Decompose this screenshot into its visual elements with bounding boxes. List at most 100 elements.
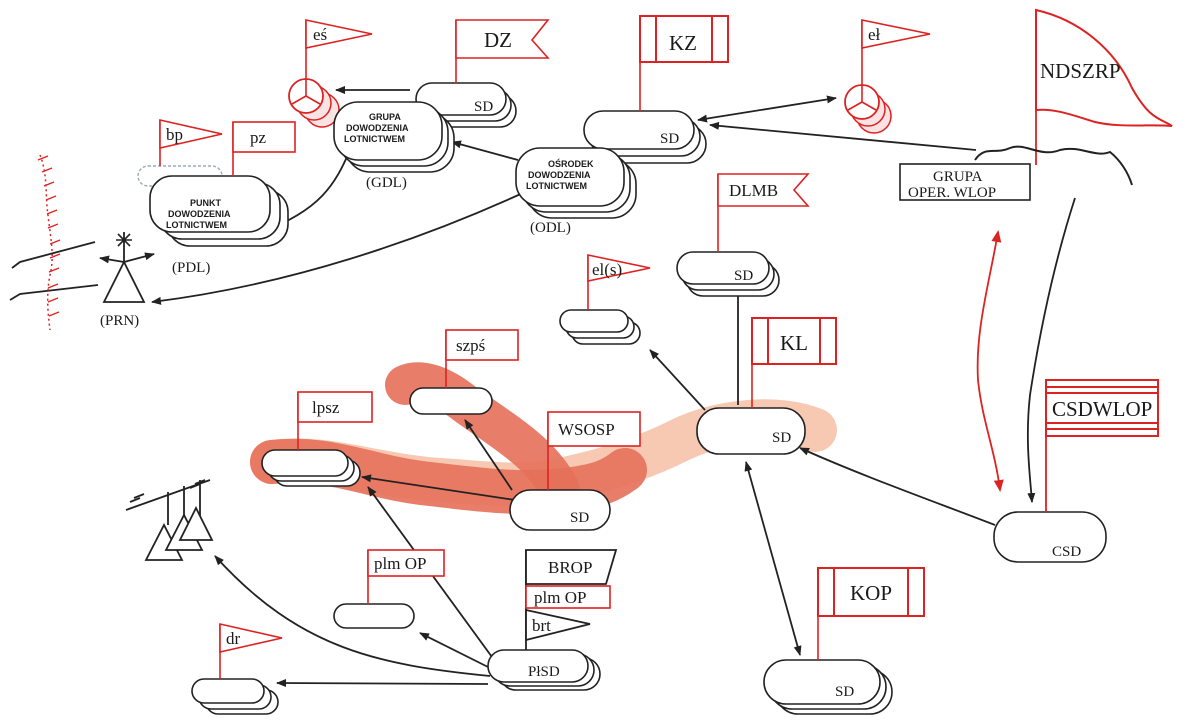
flag-el [861, 19, 931, 49]
gdl-label: (GDL) [366, 175, 407, 191]
node-dr: dr [191, 622, 283, 715]
flag-lpsz-label: lpsz [312, 398, 340, 417]
pdl-label: (PDL) [172, 260, 210, 276]
flag-kop [817, 567, 925, 617]
odl-label: (ODL) [530, 220, 571, 236]
flag-es-label: eś [313, 25, 327, 44]
gdl-line3: LOTNICTWEM [344, 134, 405, 144]
node-szps: szpś [409, 329, 519, 415]
flag-el-label: eł [868, 25, 881, 44]
edge-kl-kop [744, 461, 802, 656]
node-sd-kz: SD KZ [583, 15, 729, 164]
node-sd-wsosp: SD WSOSP [509, 411, 641, 531]
node-odl: OŚRODEK DOWODZENIA LOTNICTWEM (ODL) [515, 147, 637, 236]
flag-kl [751, 317, 837, 365]
node-sd-dlmb: SD DLMB [676, 173, 810, 297]
edge-odl-gdl [451, 140, 519, 161]
sd-wsosp-label: SD [570, 510, 589, 526]
pdl-line2: DOWODZENIA [168, 209, 231, 219]
node-plm-op: plm OP [333, 549, 445, 629]
flag-brop-label: BROP [548, 558, 592, 577]
flag-wsosp [547, 411, 641, 447]
flag-kl-label: KL [780, 331, 808, 355]
flag-dlmb-label: DLMB [729, 181, 778, 200]
node-grupa-oper: NDSZRP GRUPA OPER. WLOP [899, 8, 1173, 201]
flag-els [587, 254, 651, 282]
flag-szps [445, 329, 519, 361]
sd-dz-label: SD [474, 99, 493, 115]
node-plsd: PłSD BROP plm OP brt [487, 549, 618, 691]
flag-brt [525, 608, 591, 642]
node-sd-kop: SD KOP [763, 567, 925, 715]
flag-bp [159, 118, 223, 150]
node-el: eł [844, 19, 931, 134]
pdl-line1: PUNKT [190, 198, 222, 208]
edge-plsd-lpsz [367, 486, 501, 669]
flag-kz-label: KZ [669, 31, 697, 55]
flag-dz-label: DZ [484, 28, 512, 52]
flag-brt-label: brt [532, 616, 551, 635]
edge-wsosp-szps [464, 419, 513, 491]
node-els: el(s) [559, 254, 651, 345]
antenna-tower-icon [125, 479, 214, 561]
node-pdl: bp pz PUNKT DOWODZENIA LOTNICTWEM (PDL) [137, 118, 296, 276]
edge-odl-prn [151, 191, 526, 305]
node-prn: (PRN) [9, 154, 155, 331]
edge-red-grupa-csd [976, 230, 1004, 492]
odl-line1: OŚRODEK [548, 158, 594, 169]
flag-csdwlop [1045, 379, 1159, 437]
edge-csd-kl [799, 447, 996, 526]
box-grupa-oper [899, 163, 1031, 201]
edge-plsd-tower [214, 555, 491, 677]
flag-kz [639, 15, 729, 63]
flag-es [305, 19, 373, 49]
odl-line3: LOTNICTWEM [526, 181, 587, 191]
plsd-label: PłSD [528, 664, 560, 680]
flag-plm-op-1-label: plm OP [374, 554, 426, 573]
flag-ndszrp [1035, 8, 1173, 127]
edge-kz-el [697, 95, 837, 123]
edges [151, 86, 1076, 688]
edge-grupa-csd [1026, 197, 1076, 503]
flag-wsosp-label: WSOSP [558, 420, 615, 439]
grupa-line1: GRUPA [933, 169, 983, 185]
csd-label: CSD [1052, 544, 1081, 560]
edge-plsd-plmop [419, 632, 491, 669]
sd-kop-label: SD [835, 684, 854, 700]
flag-plm-op-2 [525, 585, 611, 609]
flag-plm-op-2-label: plm OP [534, 588, 586, 607]
gdl-line2: DOWODZENIA [346, 123, 409, 133]
flag-plm-op-1 [367, 549, 445, 577]
flag-pz-label: pz [250, 128, 267, 147]
node-csd: CSD CSDWLOP [993, 379, 1159, 563]
flag-dz [455, 19, 550, 59]
edge-wsosp-lpsz [361, 474, 516, 501]
edge-kl-els [649, 349, 706, 411]
edge-plsd-dr [276, 679, 489, 688]
node-lpsz: lpsz [261, 391, 373, 487]
flag-dlmb [717, 173, 810, 207]
prn-label: (PRN) [100, 313, 139, 329]
flag-brop [525, 549, 618, 585]
sd-kz-label: SD [660, 131, 679, 147]
flag-szps-label: szpś [456, 336, 485, 355]
flag-els-label: el(s) [592, 260, 622, 279]
sd-kl-label: SD [772, 430, 791, 446]
pdl-line3: LOTNICTWEM [166, 220, 227, 230]
gdl-line1: GRUPA [369, 112, 401, 122]
flag-csdwlop-label: CSDWLOP [1052, 397, 1152, 421]
flag-bp-label: bp [166, 125, 183, 144]
flag-ndszrp-label: NDSZRP [1040, 59, 1121, 83]
node-sd-dz: SD DZ [415, 19, 550, 128]
grupa-line2: OPER. WLOP [908, 185, 996, 201]
node-sd-kl: SD KL [696, 317, 837, 455]
node-gdl: GRUPA DOWODZENIA LOTNICTWEM (GDL) [333, 101, 455, 191]
flag-pz [232, 121, 296, 153]
flag-dr [219, 622, 283, 654]
edge-grupa-kz [709, 121, 977, 151]
flag-dr-label: dr [226, 629, 241, 648]
flag-lpsz [297, 391, 373, 423]
sd-dlmb-label: SD [734, 268, 753, 284]
flag-kop-label: KOP [850, 581, 892, 605]
